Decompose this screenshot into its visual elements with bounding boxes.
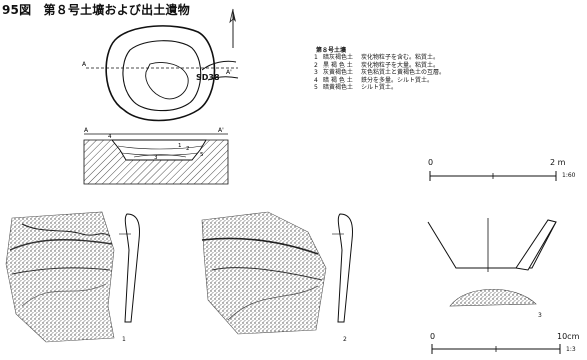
- north-arrow-icon: [229, 8, 236, 48]
- plan-scale-end: 2 m: [550, 158, 566, 167]
- plan-scale-start: 0: [428, 158, 434, 167]
- section-profile-drawing: A A' 4 2 1 3 5: [83, 127, 229, 185]
- artifact-number-3: 3: [538, 312, 542, 319]
- legend-description: 炭化物粒子を含む。粘質土。: [361, 54, 440, 61]
- legend-number: 1: [314, 54, 318, 61]
- legend-row: 4 暗 褐 色 土鉄分を多量。シルト質土。: [314, 77, 445, 85]
- legend-number: 3: [314, 69, 318, 77]
- legend-color: 暗黄褐色土: [323, 84, 354, 92]
- legend-description: 炭化物粒子を大量。粘質土。: [361, 61, 440, 69]
- legend-description: 灰色粘質土と黄褐色土の互層。: [361, 69, 446, 77]
- layer-label-4: 4: [108, 134, 112, 140]
- layer-label-2: 2: [186, 146, 190, 152]
- legend-color: 暗 褐 色 土: [323, 76, 353, 84]
- layer-label-1: 1: [178, 143, 182, 149]
- section-right-label: A': [218, 127, 224, 134]
- legend-color: 灰黄褐色土: [323, 69, 354, 77]
- plan-section-right: A': [226, 69, 232, 76]
- artifact-scale-end: 10cm: [557, 332, 580, 341]
- plan-scale-bar: [429, 171, 557, 181]
- legend-color: 黒 褐 色 土: [323, 61, 353, 69]
- legend-number: 4: [314, 76, 318, 84]
- artifact-2-profile: [332, 213, 353, 323]
- legend-row: 1 暗灰褐色土炭化物粒子を含む。粘質土。: [314, 54, 445, 62]
- figure-title: 95図 第８号土壙および出土遺物: [2, 3, 190, 17]
- sd-label: SD38: [196, 73, 220, 82]
- legend-color: 暗灰褐色土: [323, 54, 354, 61]
- layer-label-3: 3: [154, 155, 158, 161]
- artifact-1-profile: [119, 213, 140, 323]
- artifact-scale-ratio: 1:3: [566, 346, 576, 353]
- legend-title: 第８号土壙: [316, 47, 347, 54]
- legend-row: 3 灰黄褐色土灰色粘質土と黄褐色土の互層。: [314, 69, 445, 77]
- legend-description: 鉄分を多量。シルト質土。: [361, 76, 434, 84]
- legend-number: 2: [314, 61, 318, 69]
- section-left-label: A: [84, 127, 89, 134]
- plan-section-left: A: [82, 61, 87, 68]
- artifact-2-rubbing: [201, 211, 327, 335]
- artifact-1-rubbing: [5, 211, 115, 343]
- artifact-3-drawing: [427, 218, 557, 307]
- pit-plan-drawing: A A': [82, 25, 239, 122]
- legend-number: 5: [314, 84, 318, 92]
- soil-legend: 1 暗灰褐色土炭化物粒子を含む。粘質土。 2 黒 褐 色 土炭化物粒子を大量。粘質土…: [314, 54, 445, 92]
- artifact-number-1: 1: [122, 336, 126, 343]
- artifact-number-2: 2: [343, 336, 347, 343]
- legend-row: 2 黒 褐 色 土炭化物粒子を大量。粘質土。: [314, 62, 445, 70]
- legend-row: 5 暗黄褐色土シルト質土。: [314, 84, 445, 92]
- artifact-scale-start: 0: [430, 332, 436, 341]
- layer-label-5: 5: [200, 152, 204, 158]
- legend-description: シルト質土。: [361, 84, 398, 92]
- artifact-scale-bar: [431, 344, 561, 354]
- plan-scale-ratio: 1:60: [562, 172, 576, 179]
